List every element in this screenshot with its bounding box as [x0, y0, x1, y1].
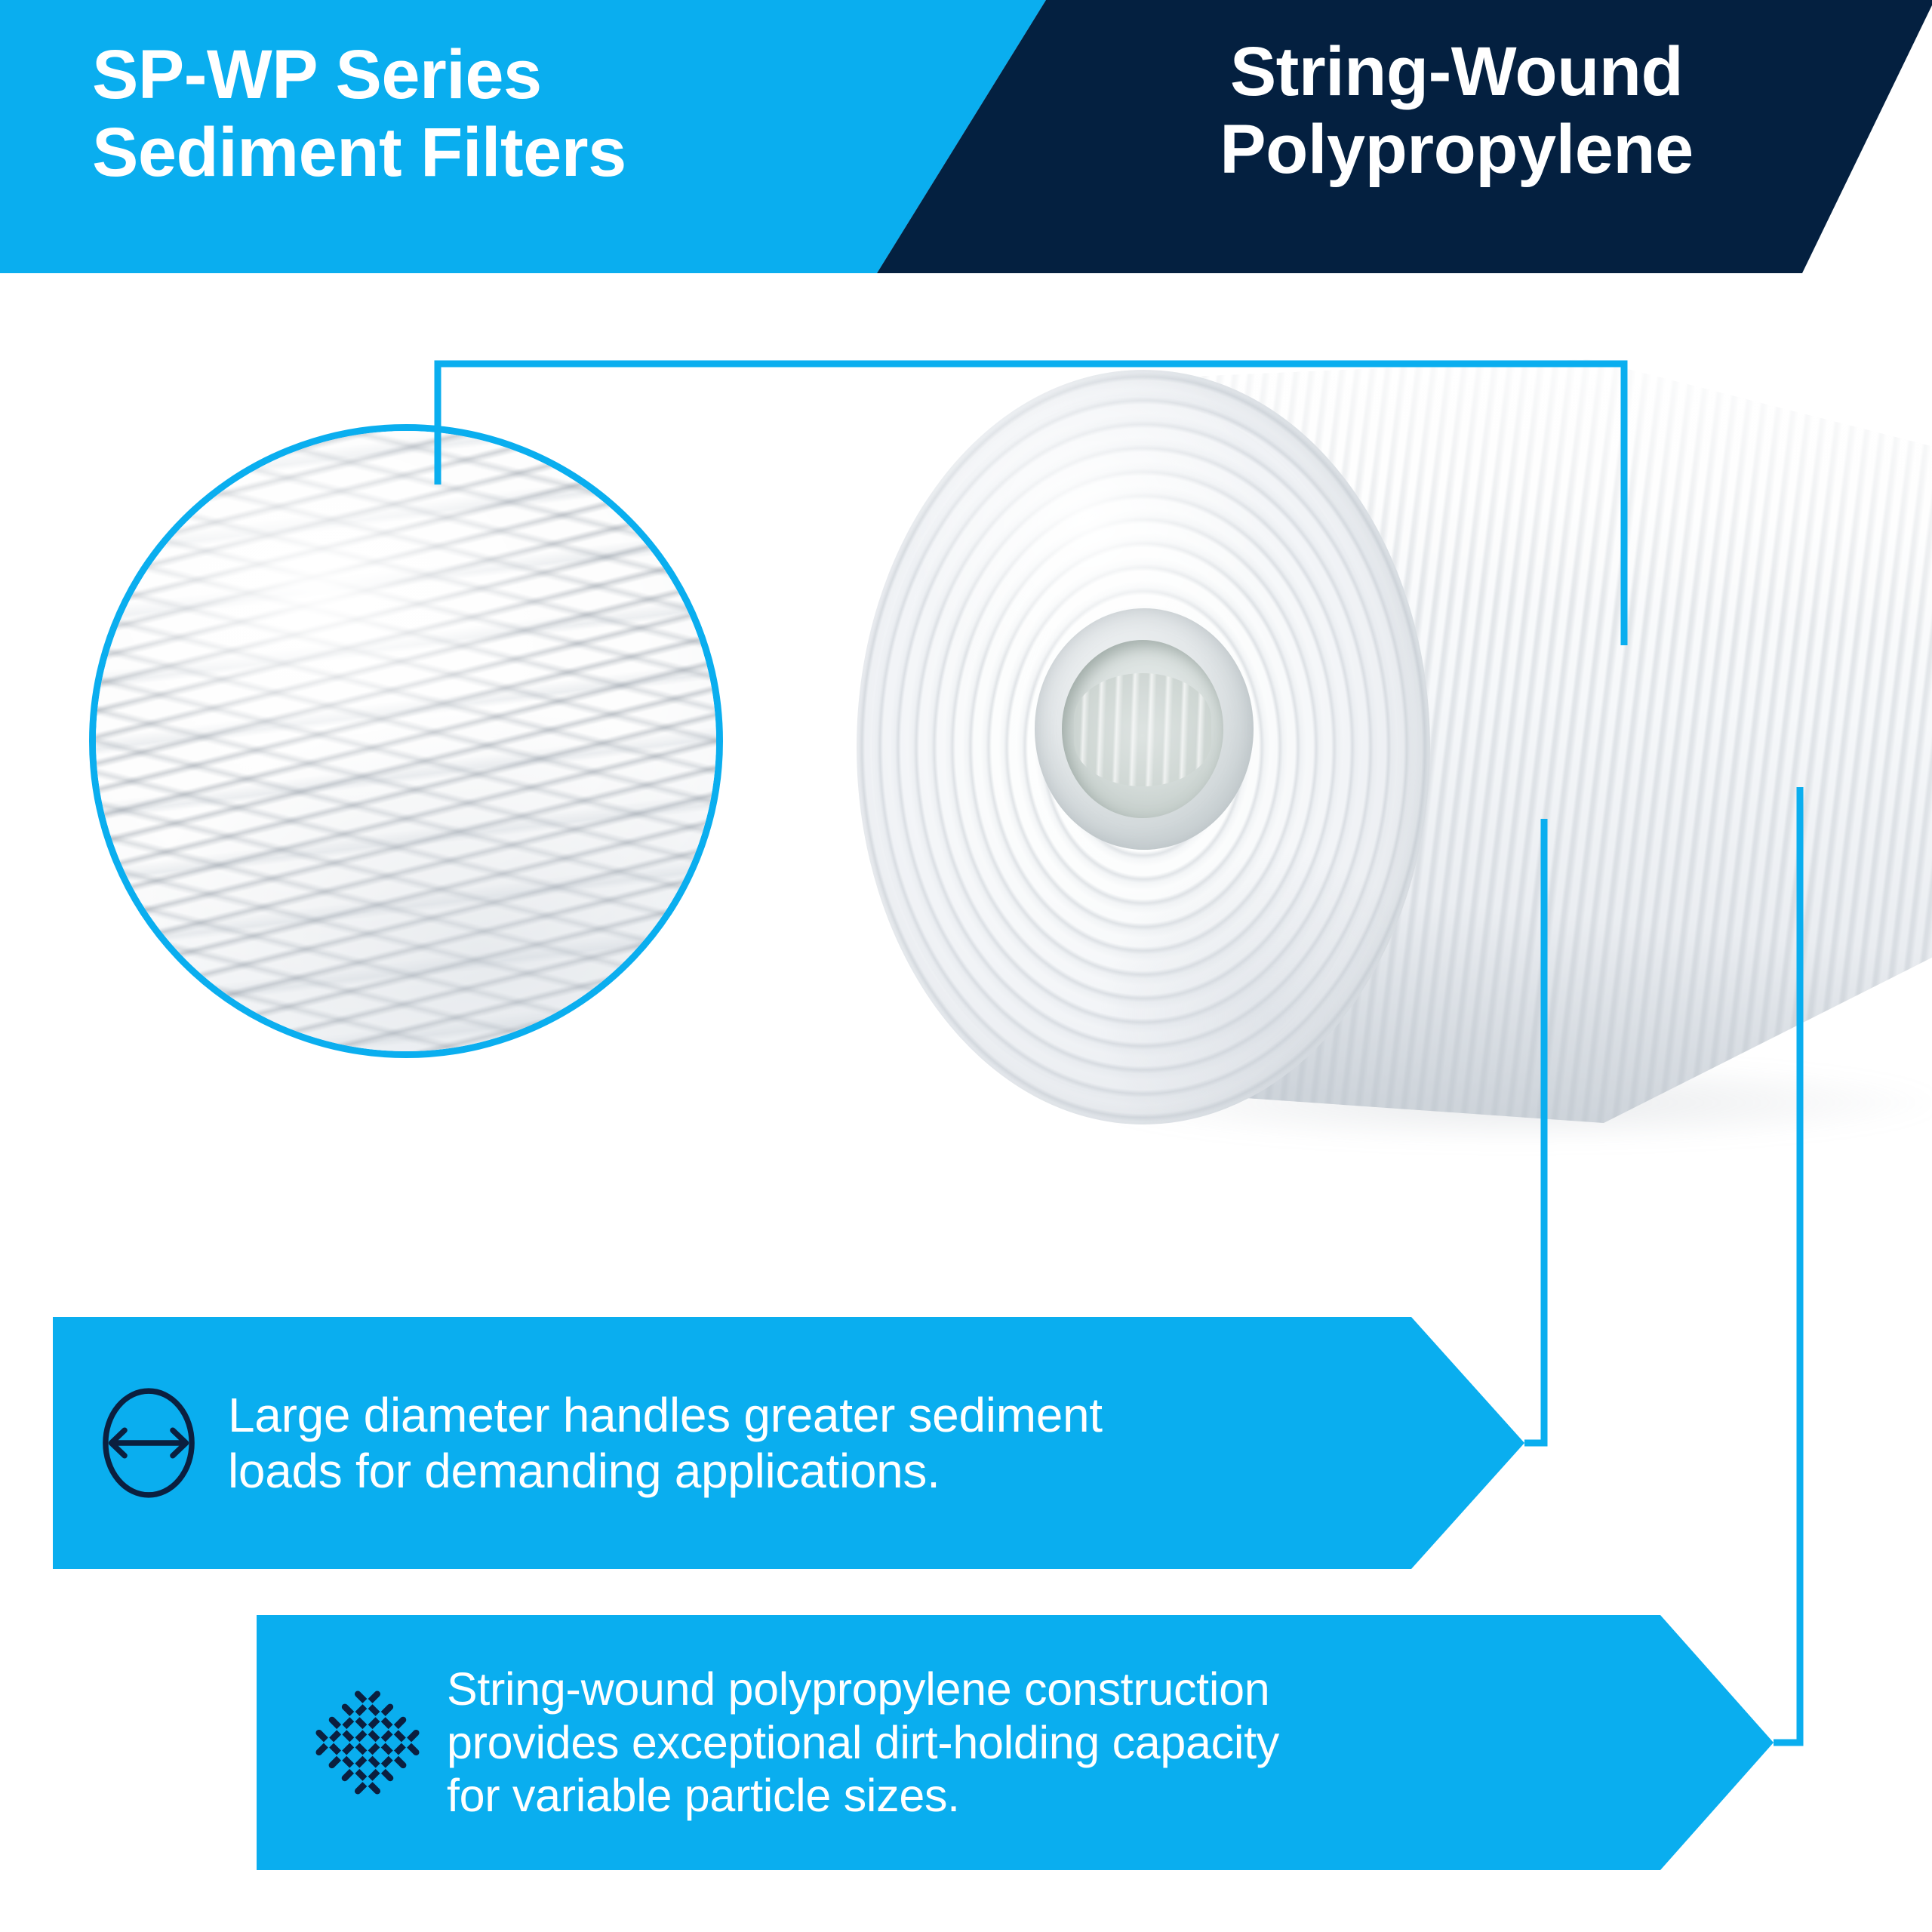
header-banner: SP-WP Series Sediment Filters String-Wou… [0, 0, 1932, 273]
page-title-right: String-Wound Polypropylene [1220, 33, 1694, 189]
feature-callout-2-text: String-wound polypropylene construction … [447, 1663, 1279, 1822]
header-blue-panel [0, 0, 1046, 273]
feature-callout-2[interactable]: String-wound polypropylene construction … [257, 1615, 1774, 1870]
diameter-arrow-icon [69, 1380, 228, 1506]
feature-callout-1-text: Large diameter handles greater sediment … [228, 1387, 1103, 1498]
header-navy-panel [877, 0, 1932, 273]
cartridge-bore-core [1074, 673, 1211, 786]
woven-weave-icon [288, 1674, 447, 1811]
feature-callout-1[interactable]: Large diameter handles greater sediment … [53, 1317, 1524, 1569]
page-title-left: SP-WP Series Sediment Filters [92, 36, 626, 192]
product-filter-cartridge-image [857, 359, 1932, 1167]
fiber-detail-inset [89, 424, 723, 1058]
fiber-sheen-overlay [96, 431, 716, 1051]
